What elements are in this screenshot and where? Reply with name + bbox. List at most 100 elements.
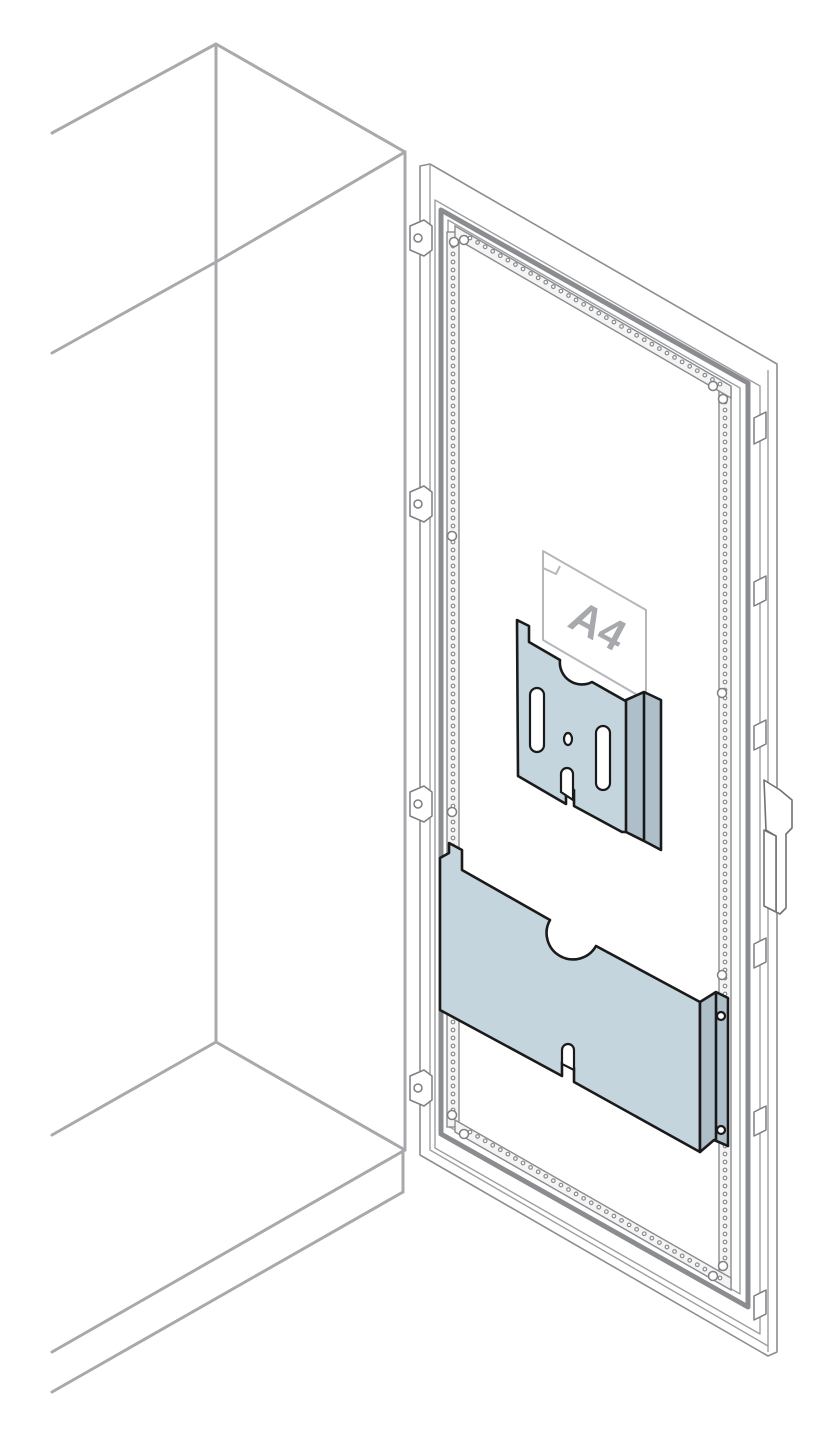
rail-hole	[722, 511, 728, 517]
rail-hole	[450, 499, 456, 505]
rail-hole	[722, 871, 728, 877]
rail-hole	[702, 1266, 708, 1272]
upper-holder-slot-left	[528, 686, 546, 754]
paper-curl	[542, 565, 561, 575]
rail-hole	[649, 341, 655, 347]
rail-hole	[450, 1035, 456, 1041]
latch-1	[753, 411, 767, 445]
rail-hole	[722, 767, 728, 773]
rail-hole	[672, 355, 677, 360]
rail-hole	[450, 515, 456, 521]
rail-hole	[450, 259, 456, 265]
rail-hole	[722, 1199, 728, 1205]
rail-hole	[722, 1151, 728, 1157]
rail-hole	[581, 301, 587, 307]
rail-hole	[490, 248, 496, 254]
rail-hole	[450, 1043, 456, 1049]
rail-hole	[722, 447, 728, 453]
rail-hole	[450, 267, 456, 273]
rail-hole	[450, 659, 456, 665]
rail-hole	[558, 1182, 564, 1188]
rail-hole	[450, 291, 456, 297]
rail-hole	[450, 739, 456, 745]
rail-hole	[450, 795, 456, 801]
rail-hole	[722, 759, 728, 765]
rail-hole	[596, 1204, 602, 1210]
rail-hole	[450, 683, 456, 689]
rail-hole	[722, 703, 728, 709]
rail-hole	[450, 435, 456, 441]
rail-bolt	[716, 687, 728, 699]
rail-hole	[664, 1244, 670, 1250]
rail-hole	[450, 619, 456, 625]
rail-hole	[722, 1247, 728, 1253]
rail-hole	[450, 747, 456, 753]
rail-hole	[450, 1051, 456, 1057]
rail-hole	[722, 671, 728, 677]
rail-hole	[450, 771, 456, 777]
rail-hole	[679, 359, 685, 365]
rail-hole	[722, 903, 728, 909]
rail-hole	[543, 279, 549, 285]
rail-hole	[450, 483, 456, 489]
cabinet-top-inner-edge	[50, 150, 407, 355]
rail-hole	[722, 959, 728, 965]
rail-hole	[450, 443, 456, 449]
rail-hole	[626, 1222, 632, 1228]
rail-hole	[722, 527, 728, 533]
rail-hole	[450, 299, 456, 305]
rail-hole	[450, 707, 456, 713]
rail-hole	[603, 1209, 609, 1215]
rail-hole	[566, 1187, 571, 1192]
rail-hole	[450, 667, 456, 673]
rail-hole	[450, 475, 456, 481]
rail-hole	[475, 1134, 480, 1139]
rail-hole	[450, 339, 456, 345]
rail-hole	[722, 863, 728, 869]
upper-document-holder	[515, 618, 663, 852]
rail-hole	[450, 1091, 456, 1097]
rail-hole	[450, 755, 456, 761]
rail-hole	[450, 603, 456, 609]
rail-hole	[722, 831, 728, 837]
rail-hole	[626, 328, 632, 334]
rail-bolt	[446, 806, 458, 818]
rail-hole	[566, 293, 571, 298]
hinge-4	[409, 1069, 433, 1107]
rail-hole	[722, 1231, 728, 1237]
rail-hole	[722, 711, 728, 717]
rail-hole	[450, 411, 456, 417]
rail-hole	[520, 266, 526, 272]
rail-hole	[722, 983, 728, 989]
rail-hole	[722, 1191, 728, 1197]
rail-hole	[722, 663, 728, 669]
rail-hole	[550, 1178, 556, 1184]
rail-bolt	[446, 530, 458, 542]
upper-holder-slot-right	[594, 724, 612, 792]
rail-hole	[450, 579, 456, 585]
rail-hole	[722, 775, 728, 781]
rail-hole	[450, 675, 456, 681]
rail-hole	[722, 615, 728, 621]
rail-hole	[505, 1151, 511, 1157]
rail-hole	[722, 415, 728, 421]
hinge-1	[409, 219, 433, 257]
rail-hole	[722, 647, 728, 653]
rail-hole	[722, 423, 728, 429]
rail-hole	[596, 310, 602, 316]
rail-hole	[722, 919, 728, 925]
a4-document-sheet: A4	[542, 550, 647, 701]
rail-hole	[722, 935, 728, 941]
upper-holder-hole	[562, 731, 574, 747]
rail-hole	[722, 743, 728, 749]
rail-hole	[450, 715, 456, 721]
rail-bolts	[446, 234, 729, 1282]
rail-hole	[722, 783, 728, 789]
cabinet-body	[50, 42, 407, 1394]
rail-hole	[722, 879, 728, 885]
rail-hole	[722, 455, 728, 461]
rail-hole	[450, 571, 456, 577]
rail-bolt	[448, 236, 460, 248]
rail-hole	[722, 791, 728, 797]
hinge-3	[409, 785, 433, 823]
